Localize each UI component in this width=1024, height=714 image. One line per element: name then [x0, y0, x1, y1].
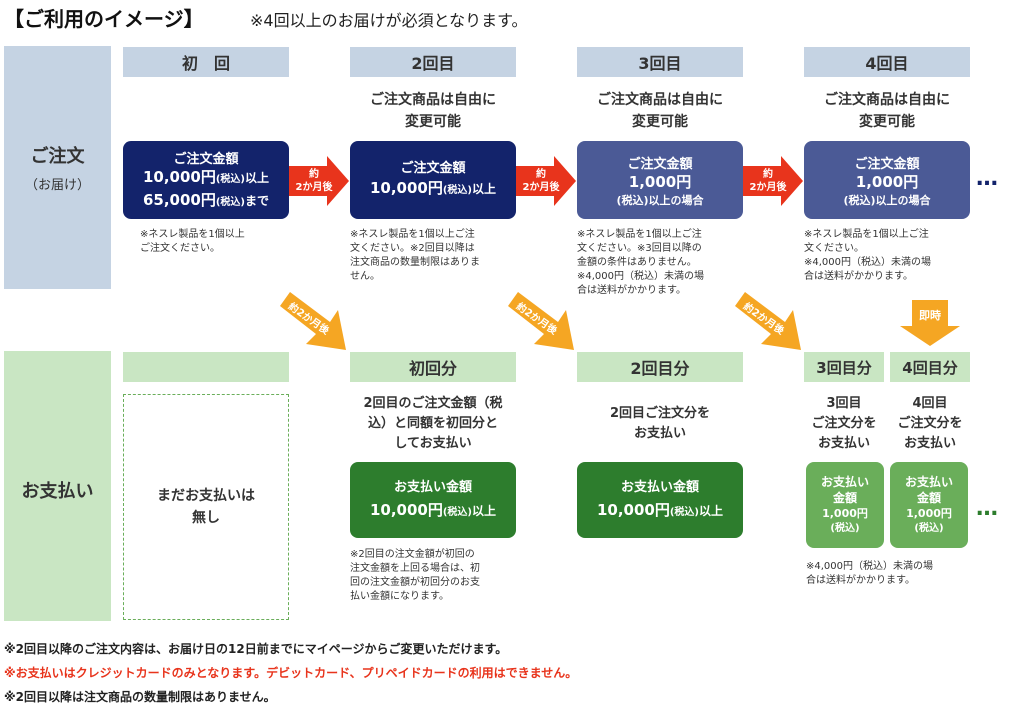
payment-note-2: ※4,000円（税込）未満の場 合は送料がかかります。	[806, 561, 934, 586]
page-title: 【ご利用のイメージ】	[4, 7, 204, 31]
footer-note-2: ※お支払いはクレジットカードのみとなります。デビットカード、プリペイドカードの利…	[4, 666, 578, 680]
order-amount-box-3: ご注文金額 1,000円 (税込)以上の場合	[577, 141, 743, 219]
payment-amount-box-1: お支払い金額 10,000円(税込)以上	[350, 462, 516, 538]
arrow-diagonal-icon	[280, 292, 346, 350]
more-dots-icon: …	[976, 496, 1000, 521]
payment-header-1: 初回分	[350, 352, 516, 382]
order-amount-box-4: ご注文金額 1,000円 (税込)以上の場合	[804, 141, 970, 219]
payment-box-title: お支払い金額	[393, 479, 472, 495]
immediate-arrow: 即時	[900, 300, 960, 346]
payment-header-2: 2回目分	[577, 352, 743, 382]
no-payment-text: まだお支払いは 無し	[157, 488, 255, 526]
payment-box-title: お支払い金額	[620, 479, 699, 495]
order-box-line1: 10,000円(税込)以上	[369, 179, 497, 197]
payment-row-label: お支払い	[4, 351, 111, 621]
payment-label: お支払い	[21, 481, 94, 502]
immediate-label: 即時	[919, 309, 941, 322]
changeable-text-2: ご注文商品は自由に 変更可能	[370, 92, 496, 130]
orange-arrow-3: 約2か月後	[735, 292, 805, 352]
order-box-line2: 65,000円(税込)まで	[142, 190, 270, 209]
changeable-text-3: ご注文商品は自由に 変更可能	[597, 92, 723, 130]
payment-amount-box-2: お支払い金額 10,000円(税込)以上	[577, 462, 743, 538]
order-box-condition: (税込)以上の場合	[616, 193, 704, 207]
arrow-down-icon	[900, 300, 960, 346]
orange-arrow-2: 約2か月後	[508, 292, 578, 352]
order-row-label: ご注文 （お届け）	[4, 46, 111, 289]
footer-note-3: ※2回目以降は注文商品の数量制限はありません。	[4, 690, 276, 704]
order-box-condition: (税込)以上の場合	[843, 193, 931, 207]
payment-header-3: 3回目分	[804, 352, 884, 382]
changeable-text-4: ご注文商品は自由に 変更可能	[824, 92, 950, 130]
payment-box-amount: 1,000円	[906, 507, 952, 520]
orange-arrow-1: 約2か月後	[280, 292, 350, 352]
payment-box-amount: 10,000円(税込)以上	[596, 500, 724, 519]
arrow-right-icon	[289, 156, 349, 206]
arrow-diagonal-icon	[735, 292, 801, 350]
order-note-3: ※ネスレ製品を1個以上ご注 文ください。※3回目以降の 金額の条件はありません。…	[577, 229, 705, 296]
payment-header-empty	[123, 352, 289, 382]
column-header-2: 2回目	[350, 47, 516, 77]
arrow-right-icon	[516, 156, 576, 206]
payment-desc-2: 2回目ご注文分を お支払い	[609, 406, 711, 441]
order-box-title: ご注文金額	[627, 156, 693, 172]
payment-box-amount: 10,000円(税込)以上	[369, 500, 497, 519]
footer-note-1: ※2回目以降のご注文内容は、お届け日の12日前までにマイページからご変更いただけ…	[4, 642, 508, 656]
order-amount-box-2: ご注文金額 10,000円(税込)以上	[350, 141, 516, 219]
order-sublabel: （お届け）	[24, 178, 90, 193]
more-dots-icon: …	[976, 166, 1000, 191]
payment-box-title: お支払い 金額	[820, 475, 869, 505]
column-header-3: 3回目	[577, 47, 743, 77]
payment-amount-box-3: お支払い 金額 1,000円 (税込)	[806, 462, 884, 548]
order-box-title: ご注文金額	[854, 156, 920, 172]
order-box-amount: 1,000円	[855, 172, 919, 191]
arrow-right-icon	[743, 156, 803, 206]
column-header-1: 初 回	[123, 47, 289, 77]
payment-desc-1: 2回目のご注文金額（税 込）と同額を初回分と してお支払い	[363, 396, 503, 451]
payment-box-amount: 1,000円	[822, 507, 868, 520]
order-amount-box-1: ご注文金額 10,000円(税込)以上 65,000円(税込)まで	[123, 141, 289, 219]
payment-box-tax: (税込)	[830, 523, 860, 534]
order-box-line1: 10,000円(税込)以上	[142, 167, 270, 186]
order-box-amount: 1,000円	[628, 172, 692, 191]
order-box-title: ご注文金額	[400, 161, 466, 176]
order-note-4: ※ネスレ製品を1個以上ご注 文ください。 ※4,000円（税込）未満の場 合は送…	[804, 229, 932, 282]
payment-desc-3: 3回目 ご注文分を お支払い	[811, 396, 877, 451]
no-payment-box: まだお支払いは 無し	[123, 394, 289, 620]
order-label: ご注文	[30, 146, 85, 167]
payment-note-1: ※2回目の注文金額が初回の 注文金額を上回る場合は、初 回の注文金額が初回分のお…	[350, 549, 480, 602]
payment-desc-4: 4回目 ご注文分を お支払い	[897, 396, 963, 451]
order-note-2: ※ネスレ製品を1個以上ご注 文ください。※2回目以降は 注文商品の数量制限はあり…	[350, 229, 480, 282]
order-box-title: ご注文金額	[173, 151, 239, 167]
column-header-4: 4回目	[804, 47, 970, 77]
payment-box-title: お支払い 金額	[904, 475, 953, 505]
payment-header-4: 4回目分	[890, 352, 970, 382]
payment-amount-box-4: お支払い 金額 1,000円 (税込)	[890, 462, 968, 548]
order-note-1: ※ネスレ製品を1個以上 ご注文ください。	[140, 229, 245, 254]
payment-box-tax: (税込)	[914, 523, 944, 534]
page-subtitle: ※4回以上のお届けが必須となります。	[250, 11, 528, 30]
arrow-diagonal-icon	[508, 292, 574, 350]
